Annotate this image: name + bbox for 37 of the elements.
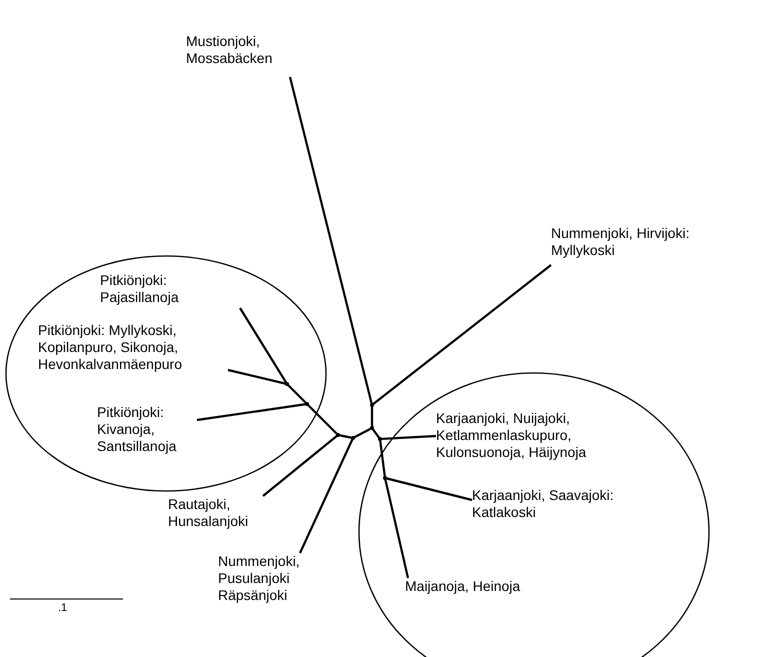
tree-branch [371, 264, 552, 406]
taxon-label: Maijanoja, Heinoja [405, 578, 540, 600]
taxon-label: Mustionjoki, Mossabäcken [186, 33, 296, 77]
tree-branch [384, 476, 472, 502]
branch-point [336, 433, 340, 437]
tree-branch [370, 405, 374, 428]
tree-branch [196, 402, 308, 422]
tree-branch [228, 368, 288, 386]
tree-branch [380, 434, 436, 440]
taxon-label: Karjaanjoki, Saavajoki: Katlakoski [472, 487, 637, 527]
branch-point [285, 382, 289, 386]
branch-point [370, 403, 374, 407]
tree-branch [352, 427, 373, 439]
taxon-label: Pitkiönjoki: Pajasillanoja [100, 272, 240, 308]
branch-point [370, 426, 374, 430]
taxon-label: Nummenjoki, Hirvijoki: Myllykoski [551, 225, 711, 265]
branch-point [383, 476, 387, 480]
taxon-label: Rautajoki, Hunsalanjoki [168, 496, 263, 536]
branch-point [305, 402, 309, 406]
taxon-label: Pitkiönjoki: Kivanoja, Santsillanoja [97, 404, 197, 460]
branch-point [351, 436, 355, 440]
cluster-ellipse [5, 255, 327, 492]
tree-branch [286, 383, 308, 405]
tree-branch [306, 403, 339, 436]
taxon-label: Pitkiönjoki: Myllykoski, Kopilanpuro, Sikonoja, Hevonkalvanmäenpuro [38, 322, 228, 378]
scale-label: .1 [58, 602, 68, 615]
tree-branch [239, 307, 288, 385]
tree-branch [378, 438, 386, 478]
tree-branch [288, 76, 374, 406]
tree-branch [262, 434, 339, 497]
tree-branch [371, 427, 381, 440]
branch-point [378, 437, 382, 441]
taxon-label: Karjaanjoki, Nuijajoki, Ketlammenlaskupuro, Kulonsuonoja, Häijynoja [436, 410, 621, 476]
taxon-label: Nummenjoki, Pusulanjoki Räpsänjoki [218, 553, 318, 613]
tree-branch [299, 438, 354, 554]
tree-branch [338, 434, 354, 440]
tree-branch [384, 478, 410, 578]
